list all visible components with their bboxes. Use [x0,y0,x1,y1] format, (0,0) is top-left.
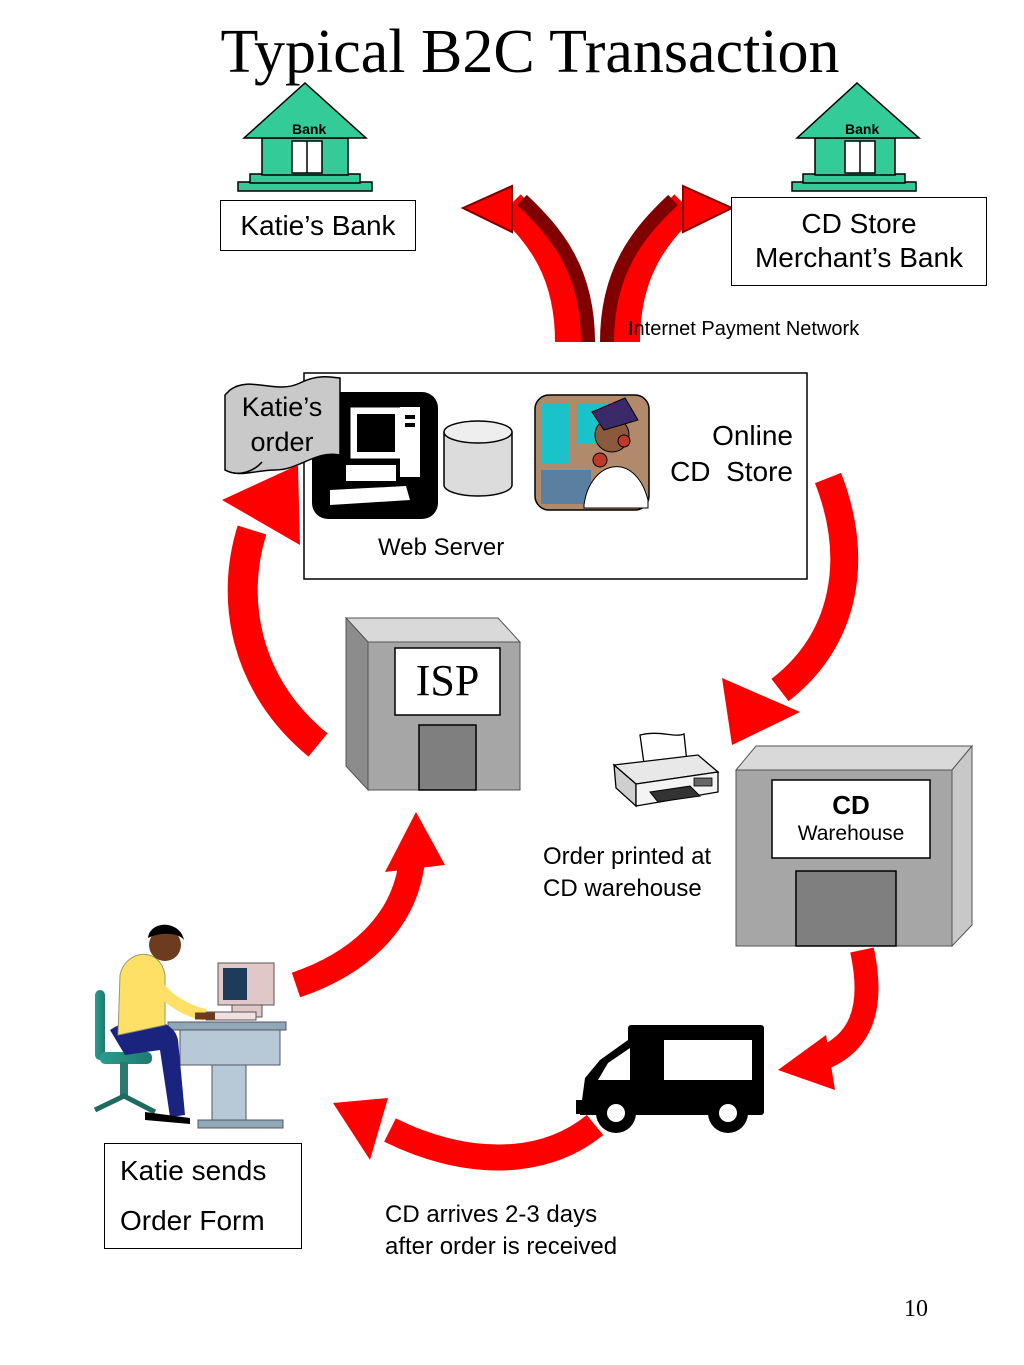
store-bank-label-line2: Merchant’s Bank [754,242,964,273]
printer-icon [612,732,720,808]
customer-service-agent-icon [534,394,650,511]
warehouse-label-line1: CD [832,790,870,820]
katie-sends-box: Katie sends Order Form [104,1143,302,1249]
store-bank-icon [791,81,921,192]
network-label: Internet Payment Network [628,318,860,340]
slide-title: Typical B2C Transaction [220,18,840,86]
katie-sends-line2: Order Form [120,1205,265,1236]
order-flow-arrows [222,465,879,1171]
order-label-line1: Katie’s [241,392,323,422]
katie-bank-icon [237,81,373,192]
isp-building-icon [344,616,522,792]
katie-sends-line1: Katie sends [120,1155,267,1186]
warehouse-building-icon [734,744,974,948]
katie-bank-label-box: Katie’s Bank [220,200,416,251]
warehouse-label-line2: Warehouse [797,822,905,845]
store-bank-house-label: Bank [845,121,880,137]
payment-network-arrows [460,184,735,343]
katie-bank-label: Katie’s Bank [240,210,396,241]
web-server-computer-icon [312,392,438,519]
order-printed-label: Order printed at CD warehouse [543,841,711,905]
online-store-line2: CD Store [670,456,793,487]
online-store-line1: Online [712,420,793,451]
order-printed-line2: CD warehouse [543,875,702,902]
arrival-line2: after order is received [385,1233,618,1260]
web-server-label: Web Server [378,534,505,561]
database-icon [443,420,513,497]
arrival-label: CD arrives 2-3 days after order is recei… [385,1199,617,1263]
katie-bank-house-label: Bank [292,121,327,137]
isp-label: ISP [415,656,480,705]
katies-order-scroll-icon [224,376,341,475]
katie-at-computer-icon [93,924,287,1129]
arrival-line1: CD arrives 2-3 days [385,1201,598,1228]
warehouse-label: CD Warehouse [772,789,930,847]
delivery-truck-icon [576,1025,764,1133]
online-store-label: Online CD Store [640,418,793,490]
order-label: Katie’s order [232,390,332,460]
order-printed-line1: Order printed at [543,843,712,870]
store-bank-label-line1: CD Store [801,208,917,239]
store-bank-label-box: CD Store Merchant’s Bank [731,197,987,286]
page-number: 10 [904,1296,928,1322]
order-label-line2: order [250,427,314,457]
